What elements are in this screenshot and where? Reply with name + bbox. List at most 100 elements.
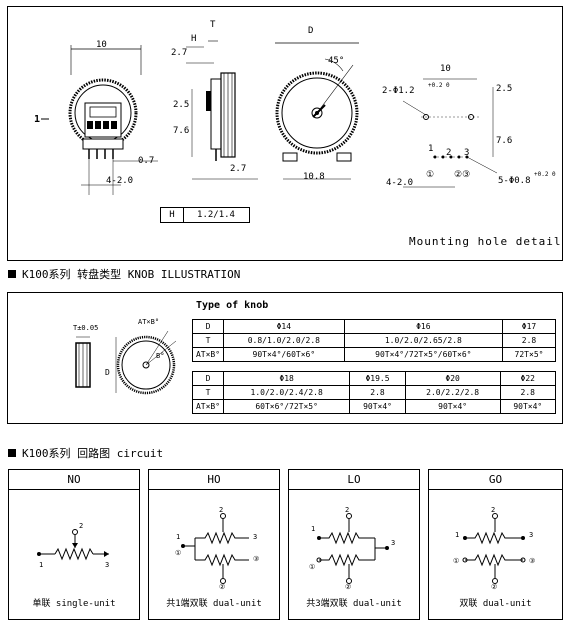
pin-label: 1 [39,561,44,569]
circuit-go-schematic [462,513,526,584]
side-T-label: T [210,20,216,30]
pin-label: ① [453,557,460,565]
pin-label: ① [309,563,316,571]
table-cell: 2.8 [499,385,557,400]
front-pitch-label: 0.7 [138,156,155,166]
table-cell: Φ14 [223,319,345,334]
table-cell: 1.0/2.0/2.65/2.8 [343,333,504,348]
knob-view-drawing [275,42,359,180]
pin-label: 2 [219,506,224,514]
knob-section-title: K100系列 转盘类型 KNOB ILLUSTRATION [8,269,240,280]
mount-10-label: 10 [440,64,451,74]
knob-D-side-label: D [105,368,110,377]
bullet-square-icon [8,270,16,278]
table-cell: T [192,333,224,348]
front-pins-label: 4-2.0 [106,176,134,186]
knob-section-title-text: K100系列 转盘类型 KNOB ILLUSTRATION [22,268,241,281]
h-table-label: H [161,208,184,222]
table-cell: Φ22 [499,371,557,386]
table-cell: 90T×4°/72T×5°/60T×6° [343,347,504,362]
table-cell: Φ17 [502,319,556,334]
table-cell: 90T×4° [499,399,557,414]
table-cell: 72T×5° [502,347,556,362]
circuit-box-go: GO 2 1 ① 3 ③ ② 双联 dual-unit [428,469,563,620]
table-cell: Φ19.5 [349,371,406,386]
knob-D-label: D [308,26,314,36]
table-cell: D [192,371,224,386]
table-cell: Φ20 [404,371,501,386]
knob-AT-label: AT×B° [138,318,160,326]
table-row: D Φ14 Φ16 Φ17 [192,319,556,334]
side-H-label: H [191,34,197,44]
circuit-title: LO [289,470,419,490]
table-cell: 1.0/2.0/2.4/2.8 [222,385,351,400]
circuit-caption: 单联 single-unit [32,599,116,609]
mount-hole-label: 2-Φ1.2 [382,86,415,96]
side-25-label: 2.5 [173,100,190,110]
table-row: D Φ18 Φ19.5 Φ20 Φ22 [192,371,557,386]
knob-B-label: B° [156,352,165,360]
pin-label: 3 [253,533,258,541]
mount-pin-tol-label: +0.2 0 [534,171,556,178]
circuit-box-no: NO 2 1 3 单联 single-unit [8,469,140,620]
circuit-section-title-text: K100系列 回路图 circuit [22,447,164,460]
circuit-section-title: K100系列 回路图 circuit [8,448,163,459]
pin-label: ① [175,549,182,557]
circuit-caption: 双联 dual-unit [459,599,532,609]
circuit-lo-schematic [316,513,389,584]
table-cell: Φ16 [343,319,504,334]
table-cell: AT×B° [192,347,224,362]
table-cell: 60T×6°/72T×5° [222,399,351,414]
pin-label: ② [491,583,498,591]
table-cell: AT×B° [192,399,224,414]
side-view-drawing [186,40,258,180]
pin-label: 3 [391,539,396,547]
circuit-caption: 共3端双联 dual-unit [306,599,402,609]
pin-label: ② [219,583,226,591]
table-row: AT×B° 60T×6°/72T×5° 90T×4° 90T×4° 90T×4° [192,399,557,414]
h-table-value: 1.2/1.4 [197,210,235,220]
circuit-title: HO [149,470,279,490]
pin-c1-label: ① [426,170,435,180]
side-76-label: 7.6 [173,126,190,136]
pin-label: 3 [105,561,110,569]
side-27b-label: 2.7 [230,164,247,174]
mount-pins-label: 4-2.0 [386,178,414,188]
table-cell: 2.8 [349,385,406,400]
circuit-box-ho: HO 2 1 ① 3 ③ ② 共1端双联 dual-unit [148,469,280,620]
pin-label: 1 [311,525,316,533]
mount-76-label: 7.6 [496,136,513,146]
pin-label: ③ [529,557,536,565]
knob-angle-label: 45° [328,56,345,66]
circuit-no-schematic [37,529,109,561]
pin-label: 2 [79,522,84,530]
pin-label: 3 [529,531,534,539]
pin-c23-label: ②③ [454,170,471,180]
circuit-ho-schematic [181,513,249,584]
bullet-square-icon [8,449,16,457]
pin-3-label: 3 [464,148,470,158]
table-cell: 2.0/2.2/2.8 [404,385,501,400]
mount-25-label: 2.5 [496,84,513,94]
mounting-caption: Mounting hole detail [409,235,562,248]
circuit-caption: 共1端双联 dual-unit [166,599,262,609]
knob-table-1: D Φ14 Φ16 Φ17 T 0.8/1.0/2.0/2.8 1.0/2.0/… [192,319,556,362]
table-cell: Φ18 [222,371,351,386]
mount-pin-hole-label: 5-Φ0.8 [498,176,531,186]
table-cell: D [192,319,224,334]
circuit-title: GO [429,470,562,490]
front-width-label: 10 [96,40,107,50]
circuit-title: NO [9,470,139,490]
table-row: T 1.0/2.0/2.4/2.8 2.8 2.0/2.2/2.8 2.8 [192,385,557,400]
pin-label: 2 [491,506,496,514]
knob-108-label: 10.8 [303,172,325,182]
table-row: AT×B° 90T×4°/60T×6° 90T×4°/72T×5°/60T×6°… [192,347,556,362]
table-cell: 90T×4° [404,399,501,414]
knob-T-label: T±0.05 [73,324,99,332]
table-cell: 0.8/1.0/2.0/2.8 [223,333,345,348]
pin-label: 1 [176,533,181,541]
top-drawing-panel: 10 1 0.7 4-2.0 H T 2.7 2.5 7.6 2.7 D 45° [7,6,563,261]
knob-side-diagram [75,330,177,395]
knob-table-title: Type of knob [196,300,269,311]
pin-label: 2 [345,506,350,514]
